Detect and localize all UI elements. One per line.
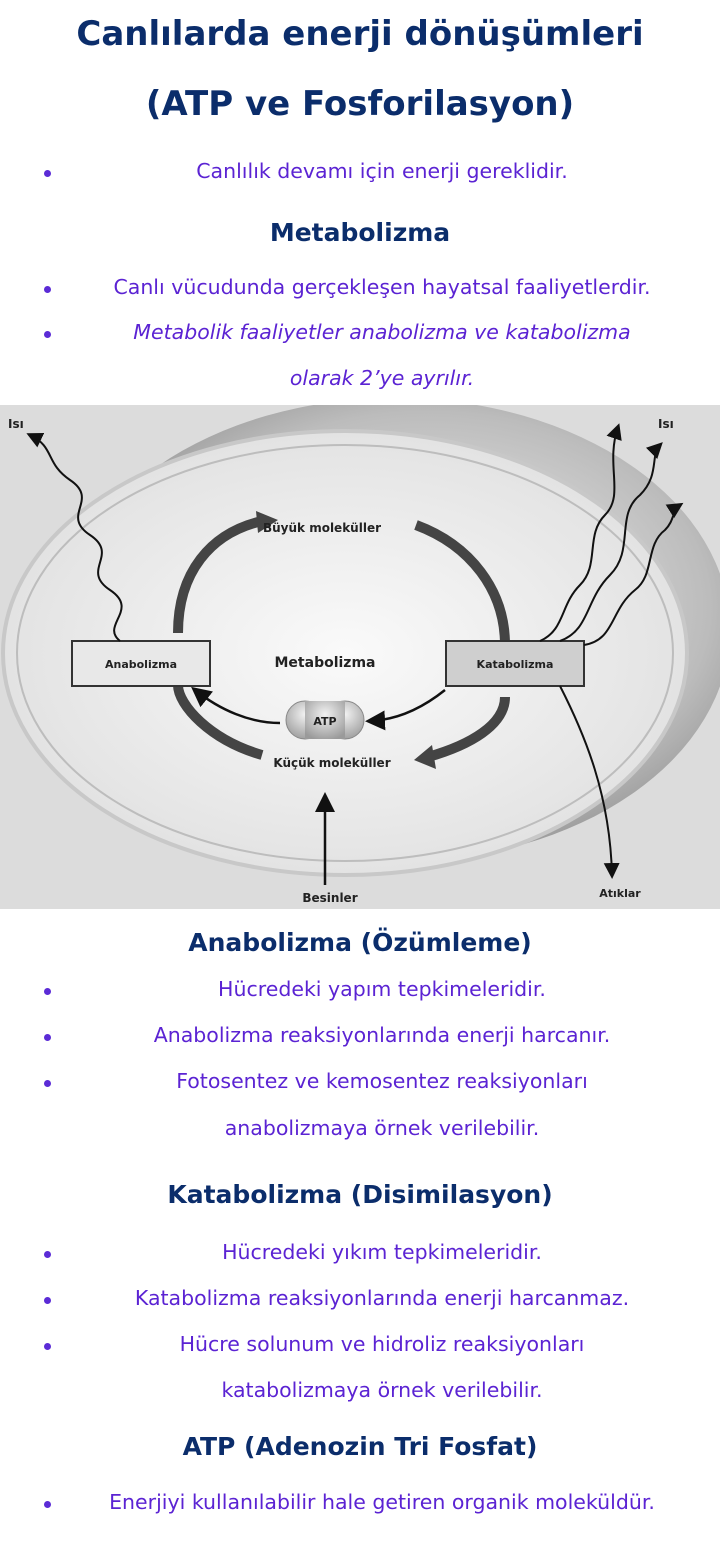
cycle-arrow-bottom-right (426, 696, 510, 762)
heat-arrow-right-1 (539, 423, 622, 642)
list-item-continuation: anabolizmaya örnek verilebilir. (224, 1116, 540, 1140)
anabolizma-label: Anabolizma (105, 658, 177, 671)
bullet-icon (44, 286, 51, 293)
list-item: Hücre solunum ve hidroliz reaksiyonları (0, 1328, 720, 1368)
bullet-icon (44, 1343, 51, 1350)
waste-label: Atıklar (599, 887, 641, 900)
heat-arrow-right-3 (583, 502, 684, 646)
bullet-icon (44, 1251, 51, 1258)
bullet-icon (44, 1080, 51, 1087)
page-title-line-1: Canlılarda enerji dönüşümleri (76, 14, 644, 54)
list-item-text: Metabolik faaliyetler anabolizma ve kata… (133, 320, 631, 344)
large-molecules-label: Büyük moleküller (263, 521, 381, 535)
bullet-icon (44, 1501, 51, 1508)
list-item-text: Hücredeki yapım tepkimeleridir. (218, 977, 546, 1001)
list-item: Enerjiyi kullanılabilir hale getiren org… (0, 1486, 720, 1526)
list-item: Fotosentez ve kemosentez reaksiyonları (0, 1065, 720, 1105)
page-title-line-2: (ATP ve Fosforilasyon) (145, 84, 575, 124)
cycle-arrowhead-icon (256, 511, 278, 533)
cycle-arrow-bottom-left (173, 684, 264, 760)
section-heading-atp: ATP (Adenozin Tri Fosfat) (182, 1432, 538, 1461)
arrow-atp-to-anabolizma (191, 686, 281, 725)
bullet-icon (44, 331, 51, 338)
list-item: Hücredeki yıkım tepkimeleridir. (0, 1236, 720, 1276)
cycle-arrow-top-right (414, 520, 510, 646)
katabolizma-label: Katabolizma (477, 658, 554, 671)
heat-label-left: Isı (8, 417, 24, 431)
section-heading-katabolizma: Katabolizma (Disimilasyon) (167, 1180, 553, 1209)
bullet-icon (44, 1034, 51, 1041)
list-item: Anabolizma reaksiyonlarında enerji harca… (0, 1019, 720, 1059)
bullet-icon (44, 988, 51, 995)
list-item-text: Hücre solunum ve hidroliz reaksiyonları (179, 1332, 585, 1356)
atp-molecule (285, 700, 365, 740)
bullet-icon (44, 170, 51, 177)
list-item-text: Fotosentez ve kemosentez reaksiyonları (176, 1069, 588, 1093)
cycle-arrow-top-left (173, 516, 264, 634)
list-item-continuation: olarak 2’ye ayrılır. (289, 366, 475, 390)
heat-label-right: Isı (658, 417, 674, 431)
cell-membrane-outer (1, 429, 689, 877)
heat-arrow-left (26, 432, 123, 642)
metabolizma-label: Metabolizma (275, 655, 376, 671)
cycle-arrowhead-icon (414, 745, 436, 769)
list-item: Metabolik faaliyetler anabolizma ve kata… (0, 316, 720, 356)
section-heading-anabolizma: Anabolizma (Özümleme) (188, 928, 532, 957)
list-item-continuation: katabolizmaya örnek verilebilir. (221, 1378, 543, 1402)
list-item: Hücredeki yapım tepkimeleridir. (0, 973, 720, 1013)
katabolizma-box (445, 640, 585, 687)
cell-membrane-inner (16, 444, 674, 862)
atp-label: ATP (313, 715, 336, 728)
list-item-text: Katabolizma reaksiyonlarında enerji harc… (134, 1286, 630, 1310)
intro-text: Canlılık devamı için enerji gereklidir. (196, 159, 568, 183)
nutrients-label: Besinler (302, 891, 357, 905)
anabolizma-box (71, 640, 211, 687)
list-item-text: Hücredeki yıkım tepkimeleridir. (222, 1240, 542, 1264)
list-item-text: Enerjiyi kullanılabilir hale getiren org… (109, 1490, 655, 1514)
list-item-text: Anabolizma reaksiyonlarında enerji harca… (153, 1023, 611, 1047)
small-molecules-label: Küçük moleküller (273, 756, 390, 770)
heat-arrow-right-2 (559, 442, 663, 642)
list-item: Canlılık devamı için enerji gereklidir. (0, 155, 720, 195)
list-item: Katabolizma reaksiyonlarında enerji harc… (0, 1282, 720, 1322)
bullet-icon (44, 1297, 51, 1304)
metabolism-diagram: Isı Isı Büyük moleküller Anabolizma Meta… (0, 405, 720, 909)
waste-arrow (559, 685, 620, 879)
section-heading-metabolizma: Metabolizma (269, 218, 451, 247)
list-item: Canlı vücudunda gerçekleşen hayatsal faa… (0, 271, 720, 311)
arrow-katabolizma-to-atp (365, 689, 446, 731)
list-item-text: Canlı vücudunda gerçekleşen hayatsal faa… (113, 275, 651, 299)
